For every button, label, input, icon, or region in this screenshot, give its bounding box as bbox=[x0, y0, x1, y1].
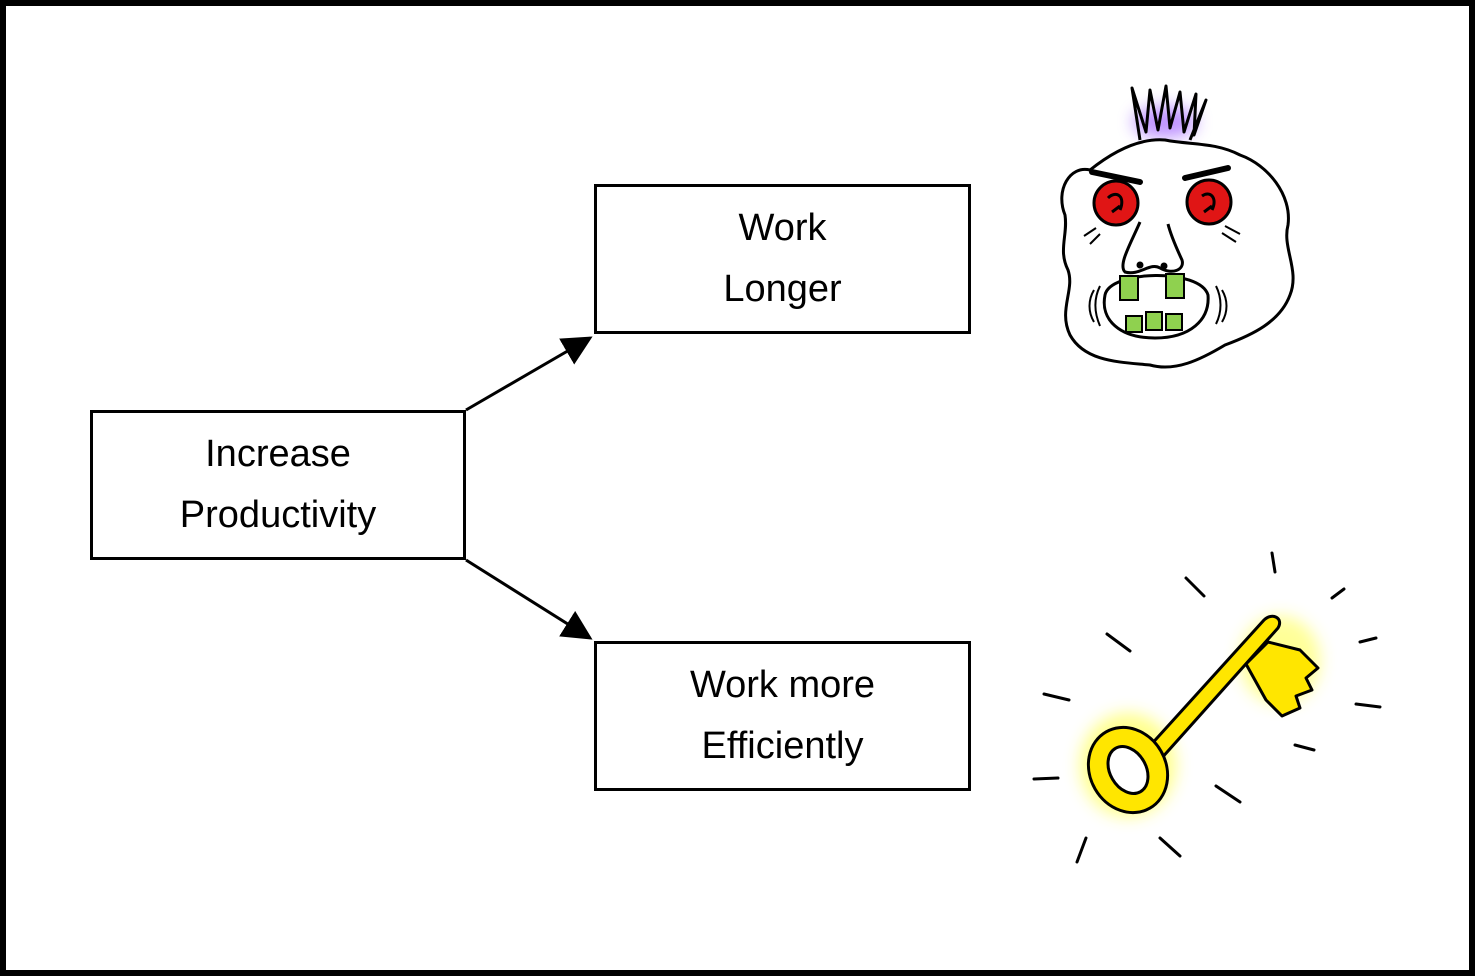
arrow-to-work-longer bbox=[465, 336, 593, 412]
node-label-line: Increase bbox=[205, 433, 351, 475]
node-label-line: Work bbox=[738, 207, 827, 249]
node-increase-productivity: Increase Productivity bbox=[90, 410, 466, 560]
node-label-line: Productivity bbox=[179, 494, 377, 536]
monster-face-icon bbox=[1060, 84, 1295, 369]
arrow-to-work-efficiently bbox=[465, 558, 593, 640]
node-label-line: Longer bbox=[723, 268, 842, 310]
glowing-key-icon bbox=[1032, 551, 1382, 864]
node-label-line: Work more bbox=[689, 664, 876, 706]
node-label-line: Efficiently bbox=[701, 725, 864, 767]
node-work-more-efficiently: Work more Efficiently bbox=[594, 641, 971, 791]
node-work-longer: Work Longer bbox=[594, 184, 971, 334]
